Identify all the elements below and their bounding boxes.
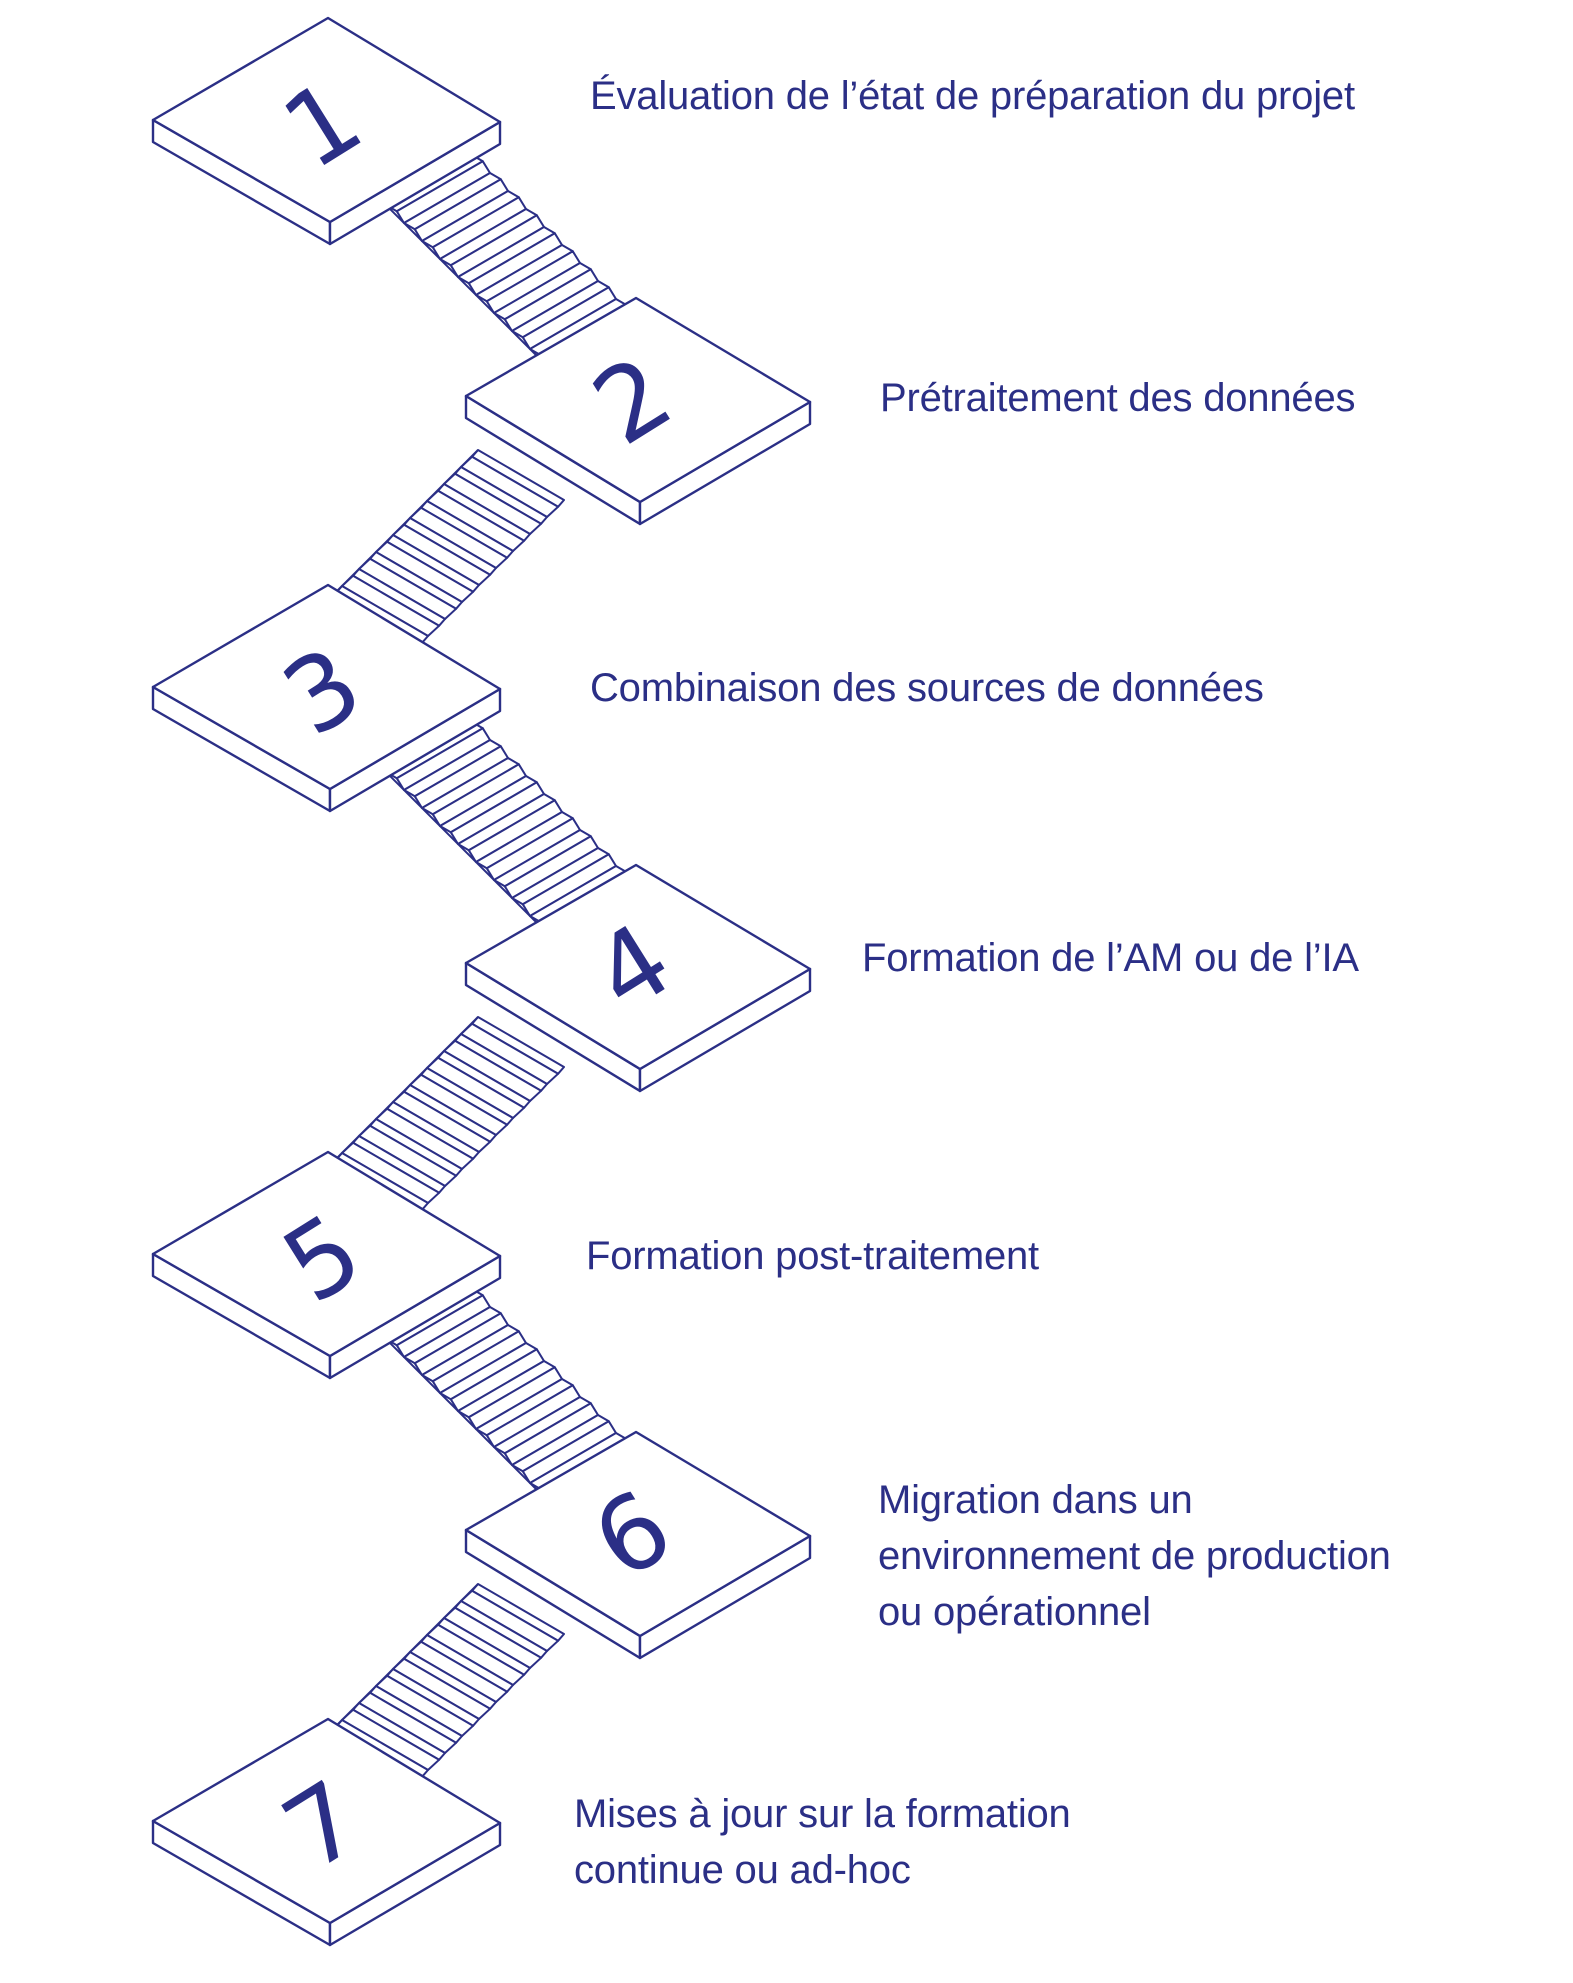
step-label-line: ou opérationnel [878,1590,1151,1634]
step-label-line: Mises à jour sur la formation [574,1792,1071,1836]
step-label-line: Formation post-traitement [586,1234,1039,1278]
step-label-line: Formation de l’AM ou de l’IA [862,936,1359,980]
platform-2: 2 [464,296,812,526]
platform-6: 6 [464,1430,812,1660]
platform-4: 4 [464,863,812,1093]
step-label-line: Prétraitement des données [880,376,1356,420]
platform-5: 5 [151,1150,502,1380]
platform-7: 7 [151,1717,502,1947]
step-label-4: Formation de l’AM ou de l’IA [862,930,1359,986]
step-label-5: Formation post-traitement [586,1228,1039,1284]
platforms: 1 2 3 4 5 6 7 [151,16,812,1947]
step-label-3: Combinaison des sources de données [590,660,1264,716]
step-label-line: Combinaison des sources de données [590,666,1264,710]
step-label-line: environnement de production [878,1534,1391,1578]
step-label-7: Mises à jour sur la formation continue ou… [574,1786,1071,1898]
step-label-line: Évaluation de l’état de préparation du p… [590,74,1355,118]
step-label-6: Migration dans un environnement de produc… [878,1472,1391,1640]
platform-1: 1 [151,16,502,246]
step-label-1: Évaluation de l’état de préparation du p… [590,68,1355,124]
platform-3: 3 [151,583,502,813]
step-label-line: Migration dans un [878,1478,1193,1522]
step-label-2: Prétraitement des données [880,370,1355,426]
step-label-line: continue ou ad-hoc [574,1848,911,1892]
